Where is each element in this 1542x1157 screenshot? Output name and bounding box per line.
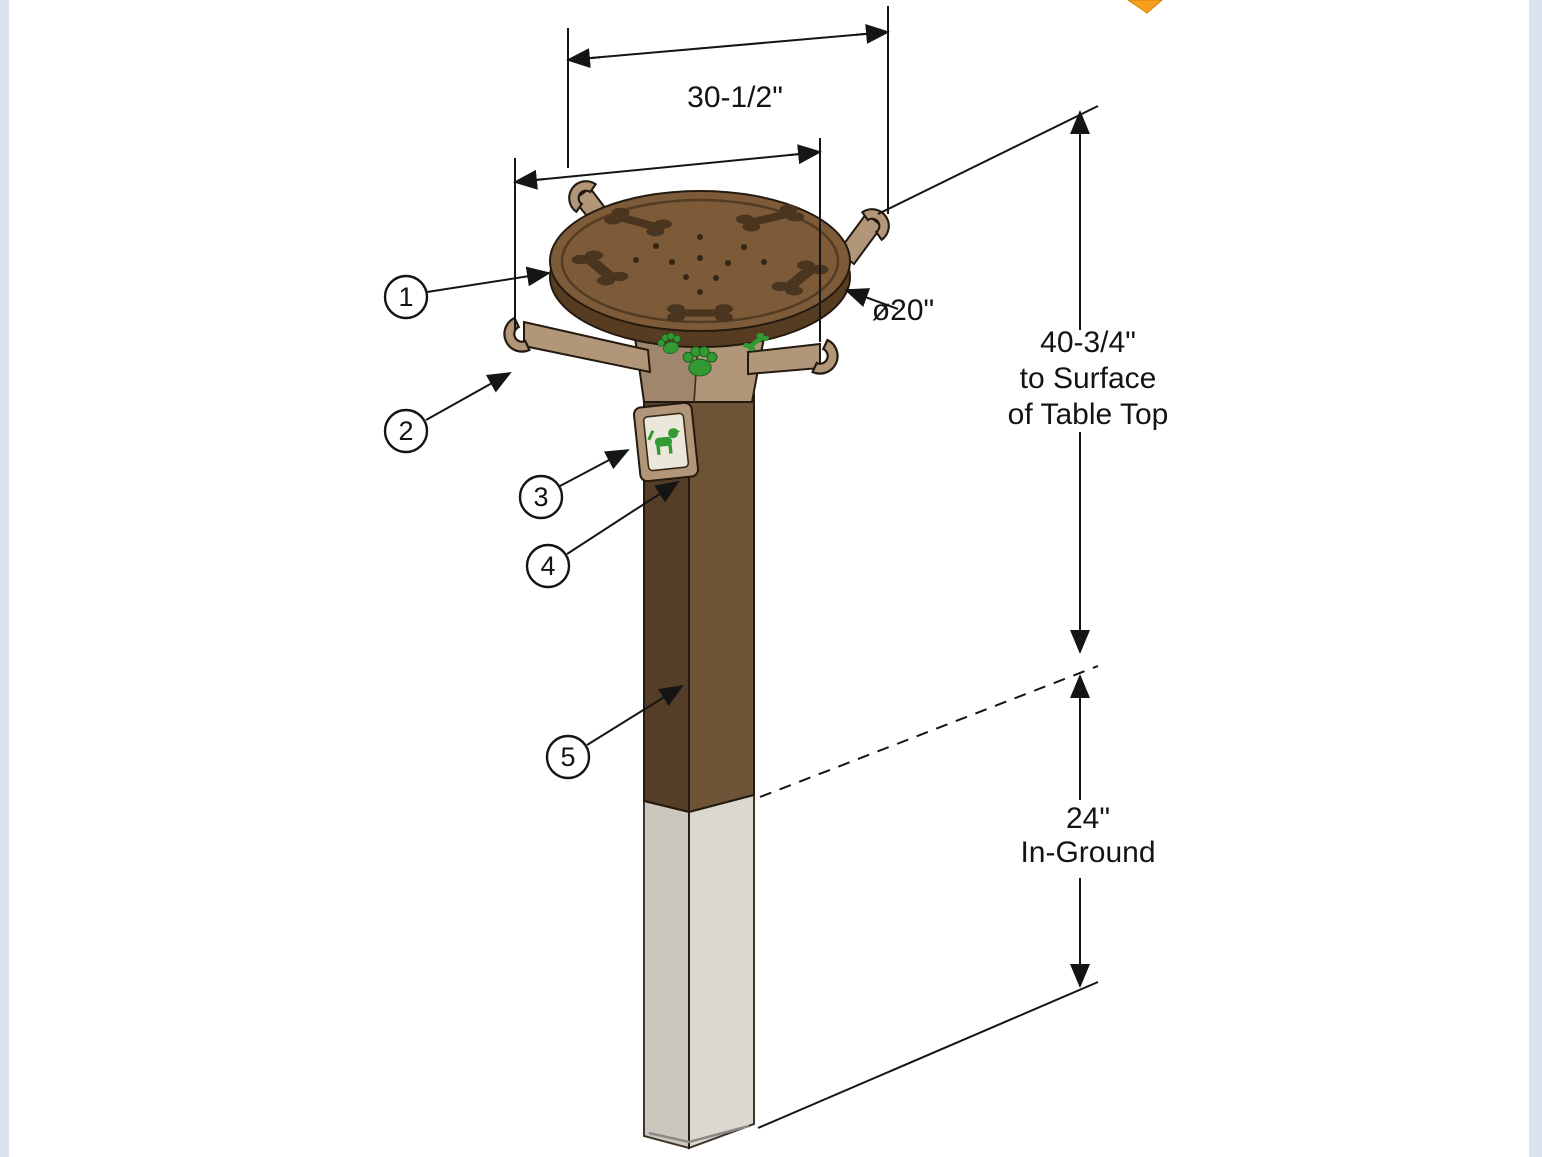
- dog-sign-plaque: [632, 401, 700, 483]
- dimension-inground: 24" In-Ground: [757, 665, 1156, 1129]
- dimension-height-note-1: to Surface: [1020, 362, 1157, 395]
- post-inground-right-face: [688, 793, 755, 1150]
- pedestal-post: [643, 392, 755, 1150]
- dimension-height-note-2: of Table Top: [1008, 398, 1169, 431]
- corner-logo-fragment: [1127, 0, 1163, 14]
- callout-4: 4: [525, 480, 680, 589]
- callout-3: 3: [518, 449, 630, 520]
- dimension-inground-note: In-Ground: [1020, 836, 1155, 869]
- dimension-height-value: 40-3/4": [1040, 326, 1136, 359]
- callout-4-number: 4: [540, 551, 555, 581]
- callout-5-number: 5: [560, 742, 575, 772]
- drain-holes: [633, 234, 767, 295]
- callout-5: 5: [545, 684, 684, 780]
- dimension-height: 40-3/4" to Surface of Table Top: [877, 105, 1169, 654]
- dimension-diameter: ø20": [844, 288, 934, 327]
- post-right-face: [688, 392, 755, 814]
- left-edge-strip: [0, 0, 9, 1157]
- callout-1-number: 1: [398, 282, 413, 312]
- ground-level-line: [759, 665, 1099, 798]
- post-bottom-opening: [648, 1124, 750, 1144]
- table-top: [549, 190, 851, 348]
- callout-1: 1: [383, 266, 551, 320]
- right-edge-strip: [1529, 0, 1542, 1157]
- callouts: 1 2 3 4 5: [383, 266, 684, 780]
- dimension-inground-value: 24": [1066, 802, 1110, 835]
- table-top-inner-rim: [560, 198, 840, 324]
- post-inground-left-face: [643, 799, 690, 1150]
- dimension-top-width-label: 30-1/2": [687, 81, 783, 114]
- callout-2-number: 2: [398, 416, 413, 446]
- callout-3-number: 3: [533, 482, 548, 512]
- callout-2: 2: [383, 372, 512, 454]
- dimension-diameter-label: ø20": [872, 294, 934, 327]
- dog-icon: [647, 428, 680, 455]
- dimension-top-width: 30-1/2": [513, 6, 890, 342]
